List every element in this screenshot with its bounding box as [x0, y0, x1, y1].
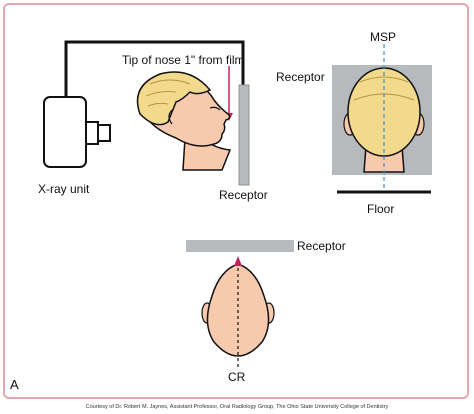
- lateral-receptor-label: Receptor: [219, 188, 268, 202]
- lateral-receptor: [238, 84, 250, 186]
- nose-distance-label: Tip of nose 1" from film: [122, 53, 245, 67]
- posterior-receptor-label: Receptor: [276, 70, 325, 84]
- xray-cable: [64, 40, 245, 97]
- top-view: [186, 240, 294, 370]
- posterior-view: [332, 44, 432, 194]
- lateral-view: [43, 40, 250, 186]
- credit-line: Courtesy of Dr. Robert M. Jaynes, Assist…: [85, 404, 389, 410]
- top-receptor: [186, 240, 294, 252]
- xray-unit-icon: [43, 96, 111, 168]
- cr-label: CR: [228, 370, 246, 384]
- xray-unit-label: X-ray unit: [38, 182, 90, 196]
- panel-letter: A: [10, 377, 19, 392]
- lateral-head-icon: [136, 71, 232, 171]
- msp-label: MSP: [370, 30, 397, 44]
- floor-label: Floor: [367, 202, 395, 216]
- figure-frame: [3, 3, 469, 399]
- top-receptor-label: Receptor: [297, 239, 346, 253]
